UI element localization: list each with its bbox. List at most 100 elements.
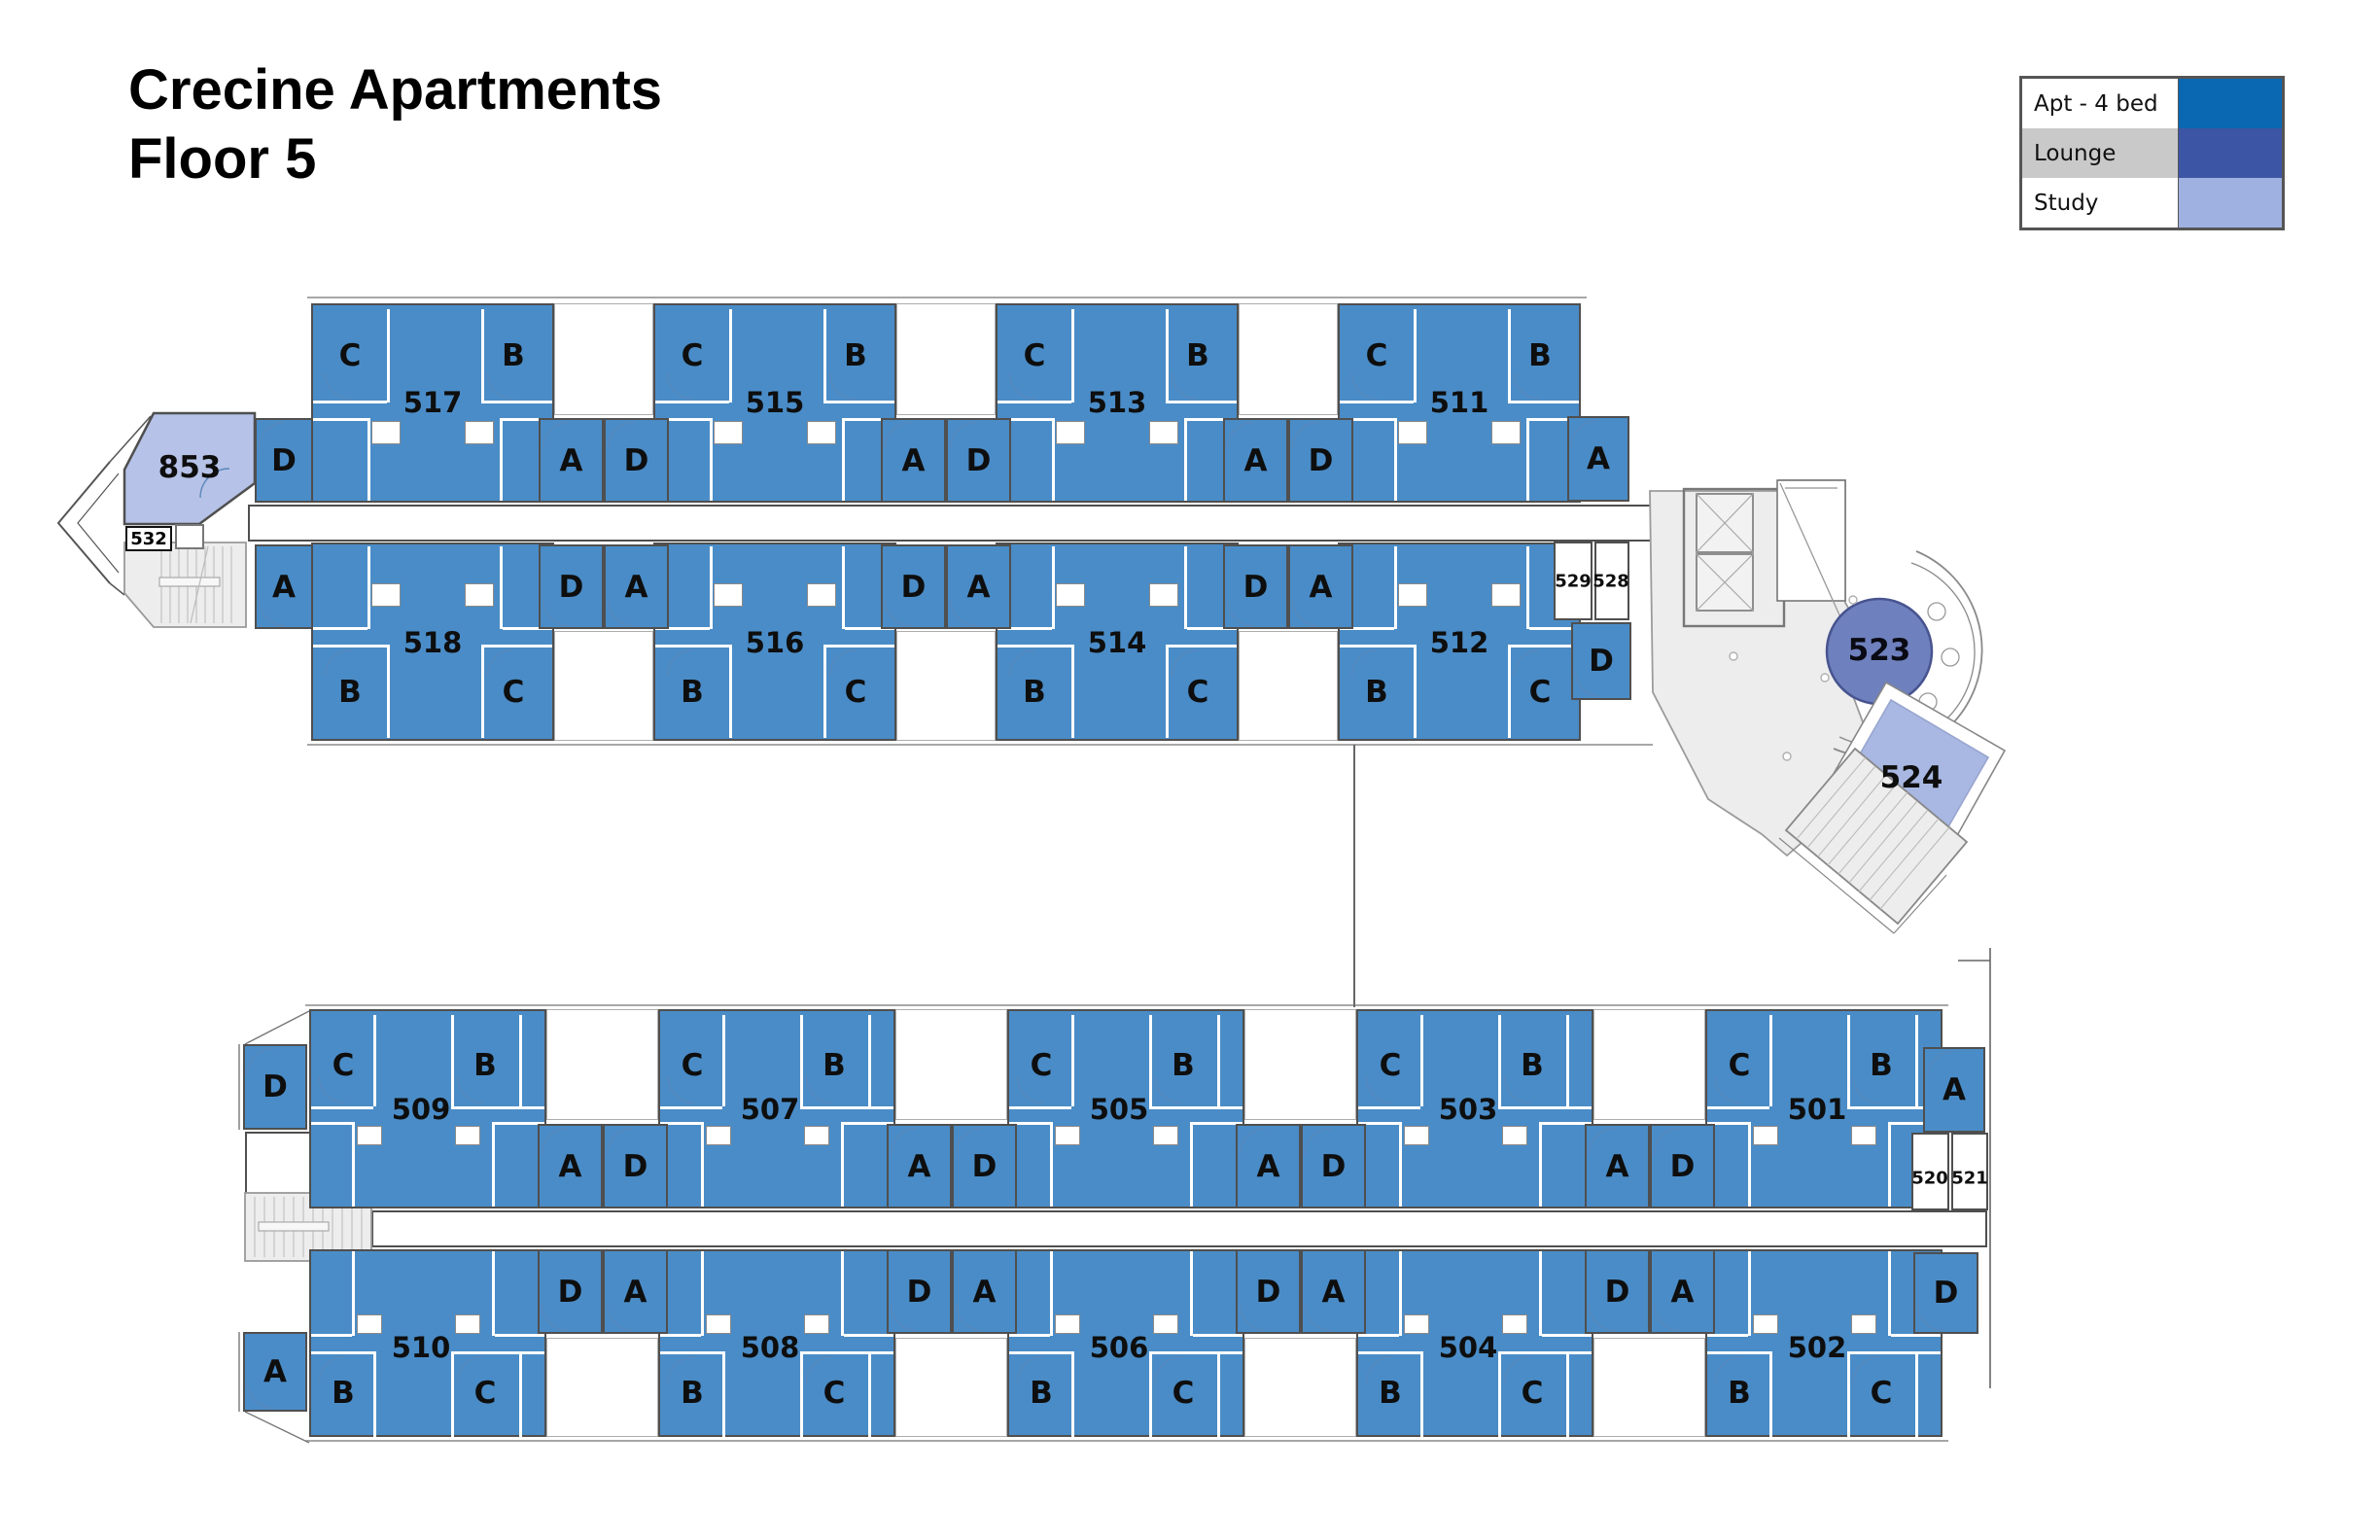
bathroom — [1404, 1314, 1429, 1334]
interior-wall — [500, 546, 503, 629]
interior-wall — [1414, 309, 1417, 402]
apt-503-room-c-label: C — [1379, 1048, 1402, 1083]
interior-wall — [500, 418, 503, 501]
interior-wall — [481, 645, 552, 648]
service-532-closet — [175, 524, 204, 549]
apt-508-room-c-label: C — [822, 1376, 846, 1411]
apt-513-room-d-label: D — [965, 442, 992, 478]
interior-wall — [998, 645, 1071, 648]
interior-wall — [451, 1106, 544, 1109]
bathroom — [455, 1126, 480, 1145]
interior-wall — [800, 1351, 803, 1437]
interior-wall — [1009, 1334, 1050, 1337]
interior-wall — [1190, 1122, 1193, 1207]
interior-wall — [519, 1351, 522, 1437]
apt-517-room-d-label: D — [271, 442, 297, 478]
interior-wall — [1071, 1351, 1074, 1437]
apt-502-room-a-label: A — [1670, 1274, 1695, 1310]
apt-501-number: 501 — [1787, 1093, 1847, 1126]
interior-wall — [1891, 1122, 1941, 1125]
bathroom — [807, 421, 836, 444]
light-well — [895, 1009, 1007, 1120]
interior-wall — [495, 1334, 544, 1337]
interior-wall — [729, 645, 732, 738]
light-well — [1593, 1338, 1705, 1437]
interior-wall — [1566, 1015, 1569, 1106]
interior-wall — [655, 645, 729, 648]
apt-501-room-b-label: B — [1870, 1048, 1893, 1083]
light-well — [896, 303, 996, 415]
interior-wall — [1707, 1106, 1769, 1109]
apt-509-room-a-label: A — [558, 1148, 582, 1184]
bathroom — [1502, 1126, 1527, 1145]
interior-wall — [1071, 309, 1074, 402]
apt-516-room-b-label: B — [681, 675, 704, 710]
top-wing-corridor — [248, 505, 1656, 542]
apt-516-room-d — [881, 544, 946, 629]
interior-wall — [503, 627, 552, 630]
interior-wall — [660, 1334, 701, 1337]
interior-wall — [313, 645, 387, 648]
interior-wall — [1748, 1251, 1751, 1336]
interior-wall — [311, 1334, 352, 1337]
interior-wall — [722, 1351, 725, 1437]
interior-wall — [800, 1106, 893, 1109]
apt-512-room-a-label: A — [1309, 569, 1333, 605]
interior-wall — [1184, 546, 1187, 629]
service-528-label: 528 — [1592, 571, 1629, 592]
interior-wall — [311, 1106, 373, 1109]
interior-wall — [1888, 1251, 1891, 1336]
apt-502-room-d-label: D — [1933, 1276, 1959, 1311]
interior-wall — [1542, 1122, 1592, 1125]
apt-516-room-c-label: C — [844, 675, 867, 710]
apt-515-room-a-label: A — [901, 442, 926, 478]
apt-502-room-a — [1650, 1249, 1715, 1334]
bathroom — [1149, 421, 1178, 444]
interior-wall — [1149, 1106, 1242, 1109]
interior-wall — [1166, 401, 1237, 403]
interior-wall — [823, 309, 826, 402]
interior-wall — [1769, 1015, 1772, 1106]
interior-wall — [1184, 418, 1187, 501]
interior-wall — [1071, 645, 1074, 738]
apt-511-room-d-label: D — [1308, 442, 1334, 478]
interior-wall — [655, 418, 710, 421]
bathroom — [455, 1314, 480, 1334]
apt-511-room-c-label: C — [1365, 338, 1388, 373]
interior-wall — [1149, 1015, 1152, 1106]
apt-507-room-a-label: A — [907, 1148, 931, 1184]
service-529-label: 529 — [1555, 571, 1592, 592]
apt-514-room-d-label: D — [1242, 569, 1269, 605]
interior-wall — [1166, 645, 1169, 738]
interior-wall — [481, 645, 484, 738]
apt-509-room-d-label: D — [262, 1069, 288, 1104]
interior-wall — [844, 1122, 893, 1125]
interior-wall — [1508, 645, 1511, 738]
interior-wall — [1498, 1351, 1501, 1437]
apt-513-number: 513 — [1087, 386, 1147, 419]
apt-516-number: 516 — [745, 626, 805, 659]
interior-wall — [800, 1015, 803, 1106]
bathroom — [706, 1314, 731, 1334]
bathroom — [1851, 1126, 1876, 1145]
apt-518-room-b-label: B — [338, 675, 362, 710]
apt-515-room-d — [604, 418, 669, 503]
bathroom — [706, 1126, 731, 1145]
diagonal-sight-line — [1779, 482, 1951, 862]
study-524-label: 524 — [1879, 760, 1943, 795]
bathroom — [1056, 583, 1085, 607]
interior-wall — [1394, 546, 1397, 629]
interior-wall — [492, 1251, 495, 1336]
bathroom — [1753, 1314, 1778, 1334]
interior-wall — [1149, 1351, 1152, 1437]
bathroom — [1851, 1314, 1876, 1334]
interior-wall — [845, 627, 894, 630]
interior-wall — [998, 401, 1071, 403]
service-532-room: 532 — [125, 526, 172, 551]
apt-512-number: 512 — [1429, 626, 1489, 659]
interior-wall — [1915, 1015, 1918, 1106]
apt-513-room-a-label: A — [1243, 442, 1268, 478]
interior-wall — [1399, 1251, 1402, 1336]
apt-502-number: 502 — [1787, 1331, 1847, 1364]
interior-wall — [1358, 1334, 1399, 1337]
